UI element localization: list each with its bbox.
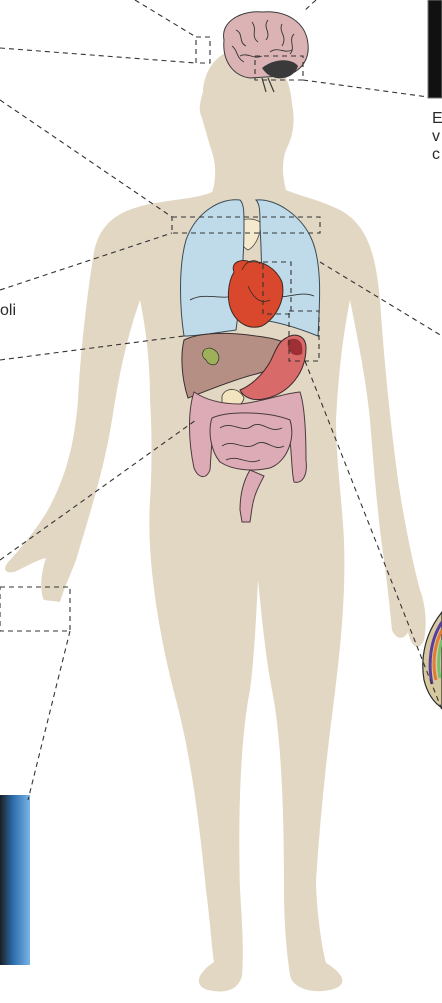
- brain-caption-line1: E: [432, 110, 442, 128]
- body-silhouette: [5, 48, 426, 991]
- brain-caption-line3: c: [432, 146, 440, 164]
- brain-image: [428, 0, 442, 98]
- skin-photo: [0, 795, 30, 965]
- brain-caption-line2: v: [432, 128, 440, 146]
- vessel-inset: [423, 612, 442, 708]
- lung-caption: oli: [0, 302, 16, 320]
